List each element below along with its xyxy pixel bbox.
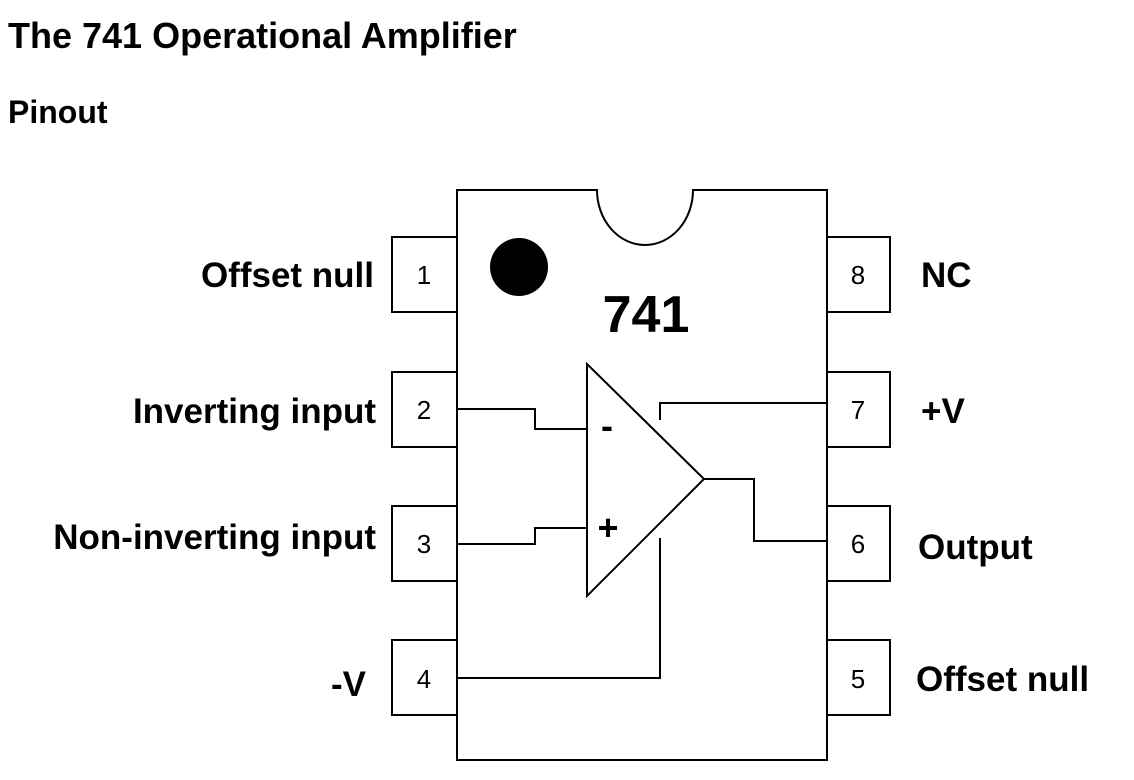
pin-label-6: Output <box>918 528 1033 567</box>
page-title: The 741 Operational Amplifier <box>8 15 517 56</box>
pin1-marker-dot <box>490 238 548 296</box>
wire-output <box>704 478 827 542</box>
section-title: Pinout <box>8 94 108 130</box>
pin-label-7: +V <box>921 392 965 431</box>
pin-number-5: 5 <box>851 664 865 694</box>
inverting-sign: - <box>601 405 613 446</box>
pin-label-5: Offset null <box>916 660 1089 699</box>
pin-label-1: Offset null <box>201 256 374 295</box>
pin-box-5 <box>826 639 891 716</box>
pin-number-6: 6 <box>851 529 865 559</box>
pin-label-8: NC <box>921 256 972 295</box>
pin-number-4: 4 <box>417 664 431 694</box>
wire-positive-supply <box>659 402 827 420</box>
pin-box-7 <box>826 371 891 448</box>
ic-body <box>456 189 828 761</box>
pin-number-8: 8 <box>851 260 865 290</box>
pin-box-8 <box>826 236 891 313</box>
pin-label-2: Inverting input <box>133 392 376 431</box>
pin-label-3: Non-inverting input <box>53 518 376 557</box>
wire-negative-supply <box>457 538 661 679</box>
pin-box-1 <box>391 236 458 313</box>
pin-number-1: 1 <box>417 260 431 290</box>
opamp-triangle <box>586 361 706 599</box>
pin-number-2: 2 <box>417 395 431 425</box>
wire-noninverting-input <box>457 527 587 545</box>
pin-box-6 <box>826 505 891 582</box>
wire-inverting-input <box>457 408 587 430</box>
pin-number-7: 7 <box>851 395 865 425</box>
noninverting-sign: + <box>597 507 618 548</box>
pin-number-3: 3 <box>417 529 431 559</box>
chip-label: 741 <box>603 286 690 344</box>
pin-label-4: -V <box>331 665 367 704</box>
